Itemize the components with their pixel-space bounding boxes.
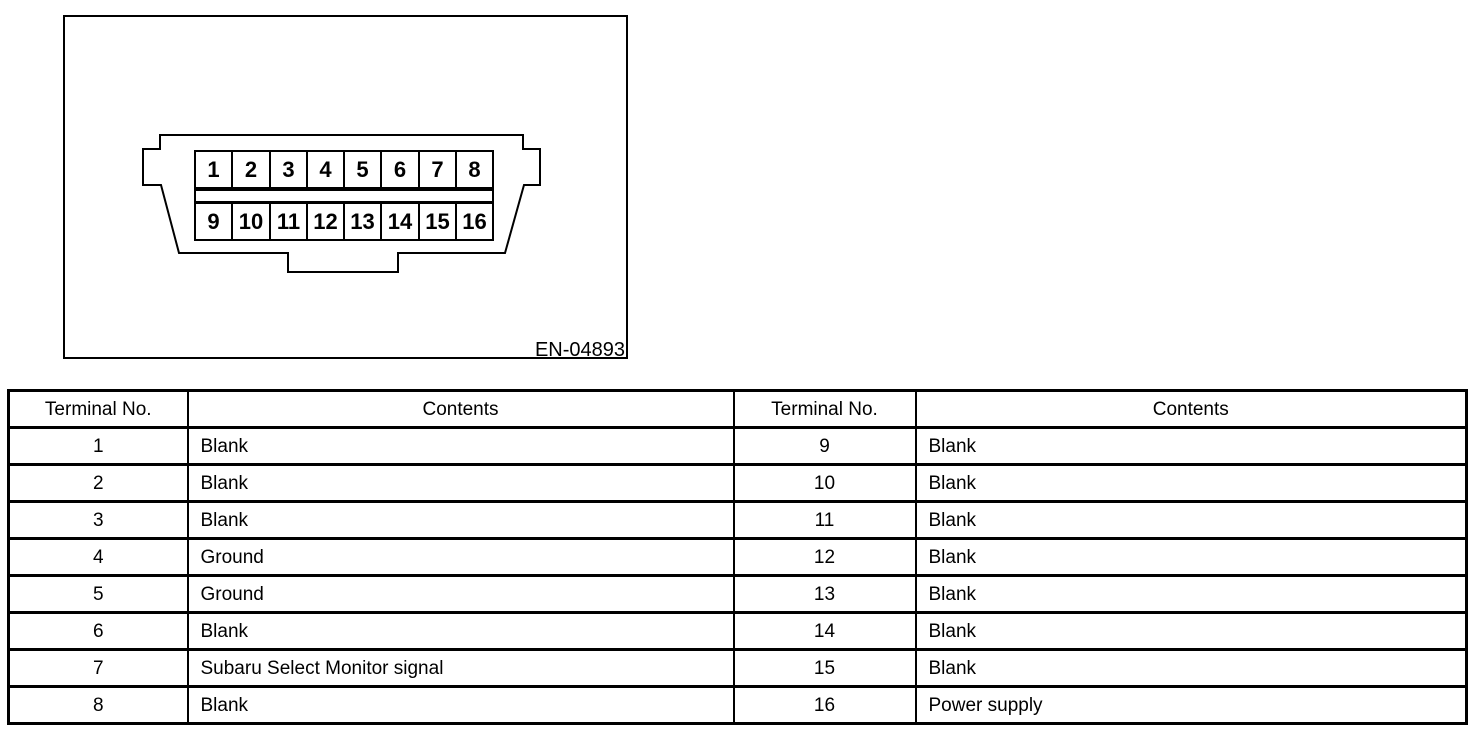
pin-number: 6 [394, 157, 406, 182]
terminal-cell: 11 [732, 500, 917, 540]
pin-number: 10 [239, 209, 263, 234]
terminal-cell: 4 [7, 537, 189, 577]
contents-cell: Blank [914, 426, 1468, 466]
pin-cell [380, 150, 420, 189]
terminal-table: Terminal No. Contents Terminal No. Conte… [7, 389, 1468, 725]
contents-header-left: Contents [186, 389, 735, 429]
connector-center-bar [194, 189, 494, 203]
contents-cell: Ground [186, 537, 735, 577]
pin-number: 12 [313, 209, 337, 234]
table-row: 3 Blank 11 Blank [7, 500, 1468, 540]
terminal-no-header-right: Terminal No. [732, 389, 917, 429]
table-row: 4 Ground 12 Blank [7, 537, 1468, 577]
terminal-cell: 13 [732, 574, 917, 614]
pin-cell [380, 202, 420, 241]
table-row: 6 Blank 14 Blank [7, 611, 1468, 651]
contents-cell: Ground [186, 574, 735, 614]
contents-cell: Blank [186, 426, 735, 466]
terminal-cell: 10 [732, 463, 917, 503]
terminal-cell: 15 [732, 648, 917, 688]
contents-cell: Blank [914, 537, 1468, 577]
table-row: 1 Blank 9 Blank [7, 426, 1468, 466]
pin-cell [343, 150, 382, 189]
pin-number: 15 [425, 209, 449, 234]
pin-number: 2 [245, 157, 257, 182]
table-header-row: Terminal No. Contents Terminal No. Conte… [7, 389, 1468, 429]
terminal-cell: 14 [732, 611, 917, 651]
figure-code-label: EN-04893 [535, 339, 625, 361]
pin-number: 9 [207, 209, 219, 234]
terminal-cell: 6 [7, 611, 189, 651]
pin-number: 11 [277, 209, 300, 234]
pin-number: 1 [207, 157, 219, 182]
pin-cell [231, 150, 271, 189]
terminal-cell: 16 [732, 685, 917, 725]
contents-cell: Blank [914, 463, 1468, 503]
terminal-cell: 1 [7, 426, 189, 466]
contents-cell: Power supply [914, 685, 1468, 725]
terminal-cell: 2 [7, 463, 189, 503]
table-row: 7 Subaru Select Monitor signal 15 Blank [7, 648, 1468, 688]
terminal-cell: 8 [7, 685, 189, 725]
terminal-cell: 3 [7, 500, 189, 540]
pin-number: 5 [356, 157, 368, 182]
contents-cell: Blank [186, 611, 735, 651]
pin-number: 4 [319, 157, 332, 182]
terminal-cell: 9 [732, 426, 917, 466]
pin-number: 8 [468, 157, 480, 182]
pin-number: 14 [388, 209, 413, 234]
table-row: 8 Blank 16 Power supply [7, 685, 1468, 725]
obd-connector-diagram: 1 2 3 4 5 6 7 8 9 10 11 12 13 14 15 16 E… [142, 134, 625, 361]
contents-cell: Blank [914, 648, 1468, 688]
pin-number: 13 [350, 209, 374, 234]
connector-figure: 1 2 3 4 5 6 7 8 9 10 11 12 13 14 15 16 E… [63, 15, 628, 361]
pin-number: 16 [462, 209, 486, 234]
pin-cell [306, 150, 345, 189]
terminal-cell: 5 [7, 574, 189, 614]
terminal-cell: 7 [7, 648, 189, 688]
contents-cell: Subaru Select Monitor signal [186, 648, 735, 688]
pin-cell [418, 202, 457, 241]
contents-cell: Blank [186, 463, 735, 503]
table-row: 5 Ground 13 Blank [7, 574, 1468, 614]
pin-number: 7 [431, 157, 443, 182]
contents-header-right: Contents [914, 389, 1468, 429]
contents-cell: Blank [186, 685, 735, 725]
terminal-cell: 12 [732, 537, 917, 577]
pin-number: 3 [282, 157, 294, 182]
table-row: 2 Blank 10 Blank [7, 463, 1468, 503]
terminal-no-header-left: Terminal No. [7, 389, 189, 429]
pin-cell [418, 150, 457, 189]
pin-cell [455, 150, 494, 189]
contents-cell: Blank [914, 574, 1468, 614]
pin-cell [306, 202, 345, 241]
contents-cell: Blank [186, 500, 735, 540]
contents-cell: Blank [914, 611, 1468, 651]
pin-cell [455, 202, 494, 241]
contents-cell: Blank [914, 500, 1468, 540]
